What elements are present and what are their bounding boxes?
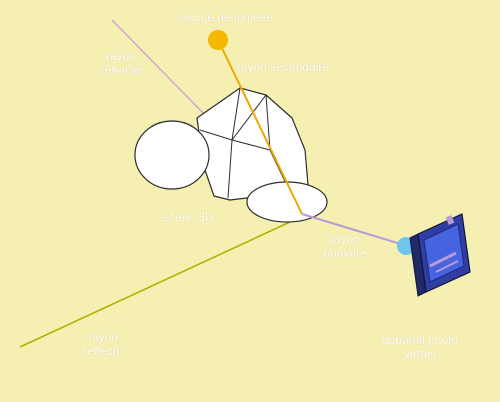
label-camera-line2: virtuel [403, 347, 436, 361]
camera-screen-stripe [435, 260, 459, 273]
sphere-object [134, 120, 210, 190]
secondary-ray [218, 41, 303, 215]
label-light-source: source de lumière [178, 10, 274, 24]
camera-button [445, 215, 455, 225]
label-primary-ray: rayon primaire [315, 232, 375, 260]
camera-icon [397, 213, 471, 297]
label-virtual-camera: appareil photo virtuel [366, 333, 474, 361]
label-scene-3d: scène 3D [163, 210, 214, 224]
label-refracted-ray: rayon réfracté [86, 49, 156, 77]
label-refracted-line2: réfracté [100, 63, 142, 77]
camera-screen-stripe [429, 251, 457, 268]
reflected-ray [19, 221, 291, 348]
primary-ray [301, 213, 405, 246]
flat-disc-object [246, 181, 328, 223]
scene-3d-object [134, 87, 328, 223]
camera-screen [423, 223, 465, 283]
label-refracted-line1: rayon [105, 49, 137, 63]
label-reflected-ray: rayon réfléchi [68, 330, 138, 358]
label-camera-line1: appareil photo [381, 333, 459, 347]
label-reflected-line1: rayon [87, 330, 119, 344]
label-primary-line2: primaire [323, 246, 367, 260]
label-primary-line1: rayon [329, 232, 361, 246]
label-secondary-ray: rayon secondaire [237, 60, 330, 74]
sun-circle-icon [208, 30, 228, 50]
label-reflected-line2: réfléchi [83, 344, 123, 358]
